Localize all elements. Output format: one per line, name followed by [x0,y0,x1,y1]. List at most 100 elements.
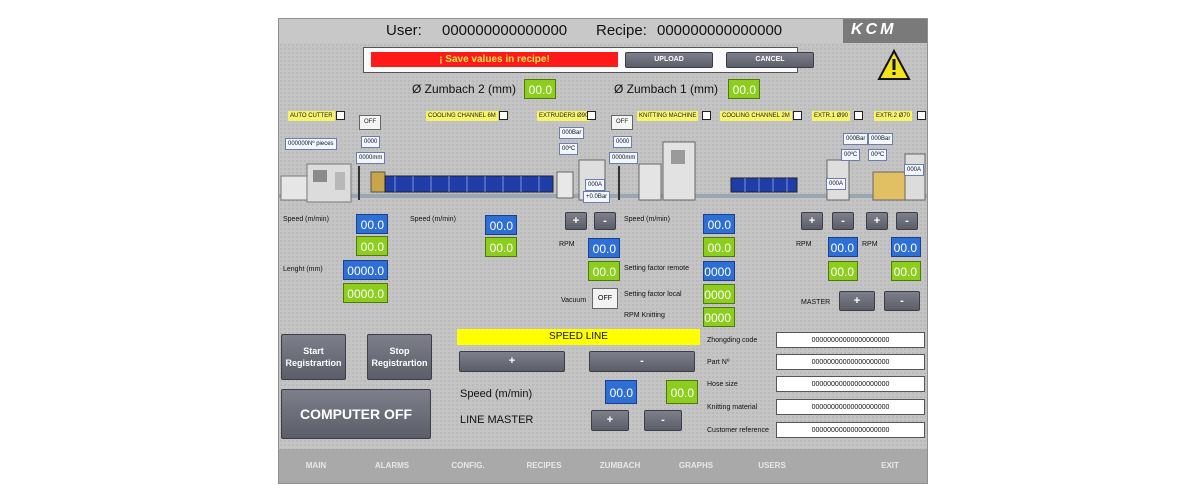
zumbach1-label: Ø Zumbach 1 (mm) [614,82,719,96]
info-field-hose-size[interactable]: 00000000000000000000 [776,376,925,392]
tag-auto-cutter: AUTO CUTTER [288,111,335,121]
info-field-zhongding-code[interactable]: 00000000000000000000 [776,332,925,348]
extr2-plus-button[interactable]: + [866,212,888,230]
extruder3-rpm-label: RPM [559,241,575,248]
info-field-part-no[interactable]: 00000000000000000000 [776,354,925,370]
extr2-minus-button[interactable]: - [896,212,918,230]
cooling6-speed-set[interactable]: 00.0 [485,215,517,235]
vacuum-toggle[interactable]: OFF [592,288,618,309]
rpm-knitting-label: RPM Knitting [624,312,665,319]
checkbox-extr1[interactable] [854,111,863,120]
tag-extruder3: EXTRUDER3 Ø90 [537,111,591,121]
tag-knitting: KNITTING MACHINE [637,111,699,121]
checkbox-cooling-6m[interactable] [499,111,508,120]
knitting-off-switch[interactable]: OFF [611,115,633,130]
info-field-knitting-material[interactable]: 00000000000000000000 [776,399,925,415]
extr2-rpm-set[interactable]: 00.0 [891,237,921,257]
kcm-logo-text: KCM [851,21,897,38]
line-master-plus-button[interactable]: + [591,410,629,431]
nav-users[interactable]: USERS [758,461,786,470]
nav-graphs[interactable]: GRAPHS [678,461,714,470]
extr2-rpm-actual: 00.0 [891,261,921,281]
cutter-length-label: Lenght (mm) [283,266,323,273]
sf-remote-value: 0000 [703,261,735,281]
info-field-customer-reference[interactable]: 00000000000000000000 [776,422,925,438]
user-label: User: [386,22,422,39]
start-registration-button[interactable]: Start Registrartion [281,334,346,380]
checkbox-cooling-2m[interactable] [793,111,802,120]
zumbach1-value: 00.0 [728,79,760,99]
checkbox-knitting[interactable] [702,111,711,120]
extruder3-rpm-set[interactable]: 00.0 [588,238,620,258]
checkbox-extr2[interactable] [917,111,926,120]
checkbox-auto-cutter[interactable] [336,111,345,120]
info-label-4: Customer reference [707,427,769,434]
nav-zumbach[interactable]: ZUMBACH [599,461,641,470]
bottom-nav [279,449,927,483]
nav-config[interactable]: CONFIG. [451,461,485,470]
header-bar [279,19,927,43]
master-minus-button[interactable]: - [884,291,920,311]
extruder3-amp: 000A [585,179,606,191]
tag-extr1: EXTR.1 Ø90 [812,111,851,121]
computer-off-button[interactable]: COMPUTER OFF [281,389,431,439]
nav-recipes[interactable]: RECIPES [526,461,562,470]
extruder3-bar: 000Bar [559,127,585,139]
line-master-minus-button[interactable]: - [644,410,682,431]
nav-main[interactable]: MAIN [305,461,327,470]
extruder3-rpm-actual: 00.0 [588,261,620,281]
knitting-speed-set[interactable]: 00.0 [703,214,735,234]
nav-alarms[interactable]: ALARMS [374,461,410,470]
speed-line-speed-set[interactable]: 00.0 [605,380,637,404]
cutter-length-set[interactable]: 0000.0 [343,260,388,280]
speed-line-speed-label: Speed (m/min) [460,388,533,400]
extruder3-temp: 00ºC [559,143,579,155]
tag-cooling-6m: COOLING CHANNEL 6M [426,111,498,121]
sf-local-value[interactable]: 0000 [703,284,735,304]
cooling6-speed-actual: 00.0 [485,237,517,257]
knitting-mm: 0000mm [609,152,639,164]
extr1-bar: 000Bar [843,133,869,145]
extr1-rpm-set[interactable]: 00.0 [828,237,858,257]
recipe-label: Recipe: [596,22,647,39]
speed-line-title: SPEED LINE [457,329,700,345]
pieces-readout: 000000Nº pieces [285,138,337,150]
info-label-1: Part Nº [707,359,730,366]
nav-exit[interactable]: EXIT [881,461,899,470]
line-master-label: LINE MASTER [460,414,534,426]
cutter-speed-actual: 00.0 [356,236,388,256]
master-plus-button[interactable]: + [839,291,875,311]
knitting-speed-label: Speed (m/min) [624,216,670,223]
user-value: 000000000000000 [442,22,568,39]
extruder3-plus-button[interactable]: + [565,212,587,230]
alert-message: ¡ Save values in recipe! [371,52,618,67]
cutter-off-switch[interactable]: OFF [359,115,381,130]
rpm-knitting-value: 0000 [703,307,735,327]
speed-line-minus-button[interactable]: - [589,351,695,372]
upload-button[interactable]: UPLOAD [625,52,713,68]
master-label: MASTER [801,299,831,306]
zumbach2-value: 00.0 [524,79,556,99]
extr2-bar: 000Bar [868,133,894,145]
kcm-logo: KCM [843,19,927,43]
extr1-plus-button[interactable]: + [801,212,823,230]
cutter-mm: 0000mm [356,152,386,164]
tag-extr2: EXTR.2 Ø70 [874,111,913,121]
extr1-rpm-label: RPM [796,241,812,248]
sf-local-label: Setting factor local [624,291,682,298]
speed-line-plus-button[interactable]: + [459,351,565,372]
extruder3-minus-button[interactable]: - [594,212,616,230]
stop-registration-button[interactable]: Stop Registrartion [367,334,432,380]
cancel-button[interactable]: CANCEL [726,52,814,68]
zumbach2-label: Ø Zumbach 2 (mm) [412,82,517,96]
extr2-temp: 00ºC [868,149,888,161]
warning-triangle-icon [877,49,911,80]
extr1-rpm-actual: 00.0 [828,261,858,281]
extr1-minus-button[interactable]: - [832,212,854,230]
extr1-amp: 000A [826,178,847,190]
cooling6-speed-label: Speed (m/min) [410,216,456,223]
cutter-counter: 0000 [361,136,381,148]
cutter-speed-set[interactable]: 00.0 [356,214,388,234]
checkbox-extruder3[interactable] [587,111,596,120]
tag-cooling-2m: COOLING CHANNEL 2M [720,111,792,121]
